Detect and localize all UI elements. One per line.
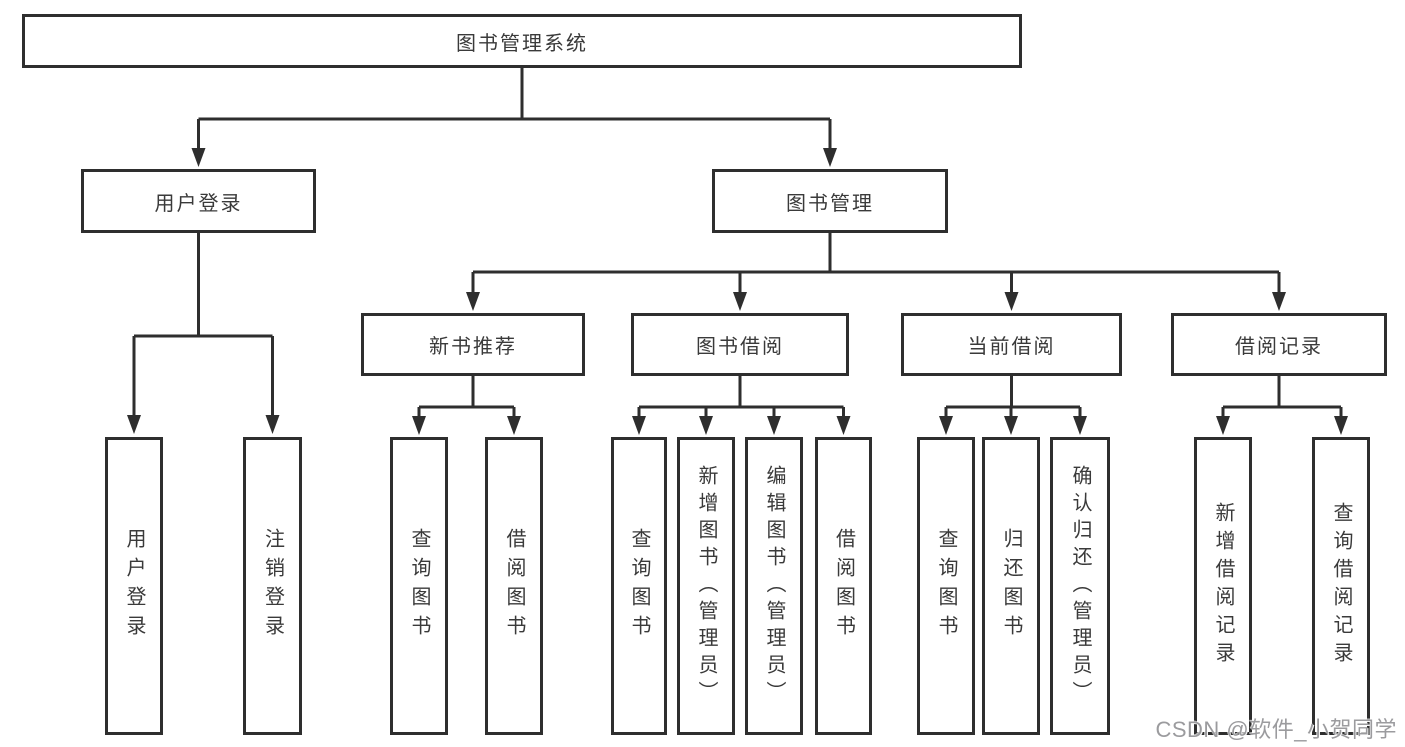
arrow-to-book-management — [823, 119, 837, 167]
node-library-management-system: 图书管理系统 — [22, 14, 1022, 68]
arrow-to-leaf-borrow-books-borrowing — [836, 407, 851, 435]
arrow-to-new-book-recommendation — [466, 272, 480, 311]
arrow-to-leaf-query-books-recommend — [412, 407, 426, 435]
arrow-to-leaf-add-books-admin — [699, 407, 713, 435]
leaf-user-login: 用户登录 — [105, 437, 163, 735]
arrow-to-leaf-query-borrow-record — [1334, 407, 1348, 435]
arrow-to-book-borrowing — [733, 272, 747, 311]
leaf-edit-books-admin: 编辑图书（管理员） — [745, 437, 803, 735]
leaf-borrow-books-borrowing: 借阅图书 — [815, 437, 872, 735]
node-book-borrowing: 图书借阅 — [631, 313, 849, 376]
arrow-to-leaf-user-login — [127, 336, 141, 434]
arrow-to-leaf-confirm-return-admin — [1073, 407, 1087, 435]
arrow-to-leaf-logout — [265, 336, 280, 434]
leaf-query-books-recommend: 查询图书 — [390, 437, 448, 735]
arrow-to-user-login — [191, 119, 206, 167]
leaf-query-books-current: 查询图书 — [917, 437, 975, 735]
arrow-to-leaf-edit-books-admin — [767, 407, 781, 435]
leaf-query-books-borrowing: 查询图书 — [611, 437, 667, 735]
node-book-management: 图书管理 — [712, 169, 948, 233]
arrow-to-leaf-query-books-current — [939, 407, 953, 435]
arrow-to-current-borrowing — [1004, 272, 1019, 311]
node-current-borrowing: 当前借阅 — [901, 313, 1122, 376]
watermark: CSDN @软件_小贺同学 — [1155, 717, 1397, 742]
node-user-login: 用户登录 — [81, 169, 316, 233]
leaf-confirm-return-admin: 确认归还（管理员） — [1050, 437, 1110, 735]
arrow-to-borrowing-records — [1272, 272, 1286, 311]
leaf-query-borrow-record: 查询借阅记录 — [1312, 437, 1370, 735]
leaf-logout-login: 注销登录 — [243, 437, 302, 735]
leaf-add-books-admin: 新增图书（管理员） — [677, 437, 735, 735]
node-borrowing-records: 借阅记录 — [1171, 313, 1387, 376]
leaf-borrow-books-recommend: 借阅图书 — [485, 437, 543, 735]
arrow-to-leaf-return-books — [1004, 407, 1018, 435]
arrow-to-leaf-query-books-borrowing — [632, 407, 646, 435]
node-new-book-recommendation: 新书推荐 — [361, 313, 585, 376]
arrow-to-leaf-add-borrow-record — [1216, 407, 1230, 435]
arrow-to-leaf-borrow-books-recommend — [507, 407, 521, 435]
leaf-return-books: 归还图书 — [982, 437, 1040, 735]
leaf-add-borrow-record: 新增借阅记录 — [1194, 437, 1252, 735]
